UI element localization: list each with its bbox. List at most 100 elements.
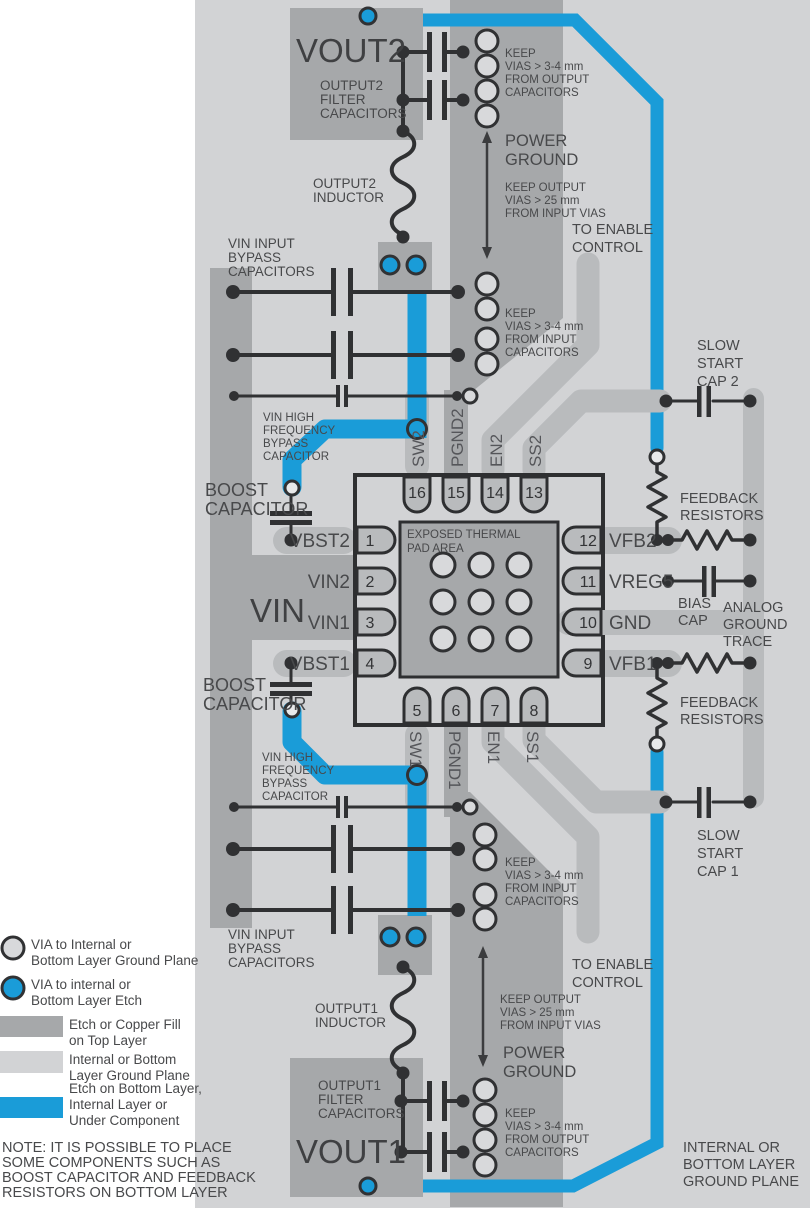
note-line: SOME COMPONENTS SUCH AS <box>2 1155 220 1171</box>
keep-output-vias-top: FROM INPUT VIAS <box>505 208 606 220</box>
slow-start-cap1-label: SLOW <box>697 828 740 844</box>
etch-vias-blue <box>358 6 428 1196</box>
pin-1 <box>355 525 397 555</box>
output1-filter-label: CAPACITORS <box>318 1106 405 1121</box>
pin-name-vfb1: VFB1 <box>609 654 657 675</box>
pgnd2-stub <box>444 390 468 478</box>
analog-ground-trace <box>743 388 764 808</box>
internal-plane-label: BOTTOM LAYER <box>683 1157 795 1173</box>
pin-9 <box>561 648 603 678</box>
vin-input-bypass-capacitors-bottom <box>226 796 465 934</box>
pin-number: 14 <box>486 485 504 502</box>
pin-name-pgnd1: PGND1 <box>445 731 464 790</box>
components <box>226 32 757 1172</box>
pin-4 <box>355 648 397 678</box>
vin-input-bypass-bottom: VIN INPUT <box>228 927 295 942</box>
power-ground-bottom: POWER <box>503 1044 565 1062</box>
pin-name-gnd: GND <box>609 613 651 634</box>
pin-5 <box>402 686 432 725</box>
pin-6 <box>441 686 471 725</box>
internal-plane-label: GROUND PLANE <box>683 1174 799 1190</box>
vin-input-bypass-bottom: CAPACITORS <box>228 955 315 970</box>
vias <box>283 6 666 1196</box>
boost-capacitor-bottom-label: BOOST <box>203 675 266 695</box>
feedback-resistors-top-label: RESISTORS <box>680 508 764 524</box>
analog-ground-label: TRACE <box>723 634 772 650</box>
feedback-resistors-1 <box>646 652 757 742</box>
power-ground-arrow-bottom <box>478 946 488 1067</box>
legend-via-etch: VIA to internal or <box>31 977 131 992</box>
slow-start-cap2-label: START <box>697 356 743 372</box>
slow-start-cap-1 <box>659 787 757 818</box>
legend-blue-etch: Etch on Bottom Layer, <box>69 1081 202 1096</box>
output2-filter-label: CAPACITORS <box>320 106 407 121</box>
note-line: BOOST CAPACITOR AND FEEDBACK <box>2 1170 256 1186</box>
to-enable-top: CONTROL <box>572 240 643 256</box>
feedback-resistors-bottom-label: RESISTORS <box>680 712 764 728</box>
pin-name-vin1: VIN1 <box>308 613 350 634</box>
vin-hf-etch-bottom <box>282 701 425 785</box>
etch-end-vias <box>283 448 666 753</box>
output2-filter-label: OUTPUT2 <box>320 78 383 93</box>
pin-name-sw1: SW1 <box>406 731 425 768</box>
pin-number: 4 <box>366 656 375 673</box>
pin-number: 11 <box>580 574 597 591</box>
legend-blue-etch: Under Component <box>69 1113 180 1128</box>
vin-hf-bypass-bottom: FREQUENCY <box>262 765 335 777</box>
pin-name-vfb2: VFB2 <box>609 531 657 552</box>
vin-hf-bypass-bottom: BYPASS <box>262 778 307 790</box>
output1-filter-label: OUTPUT1 <box>318 1078 381 1093</box>
keep-vias-output-top: CAPACITORS <box>505 87 579 99</box>
pin-10 <box>561 607 603 637</box>
pin-number: 5 <box>413 703 422 720</box>
keep-vias-output-bottom: CAPACITORS <box>505 1147 579 1159</box>
pin-numbers: 16 15 14 13 5 6 7 8 1 2 3 4 12 11 10 9 <box>366 485 597 720</box>
power-ground-top: GROUND <box>505 151 578 169</box>
pin-name-en2: EN2 <box>487 434 506 467</box>
analog-ground-label: GROUND <box>723 617 787 633</box>
pin-name-vbst1: VBST1 <box>290 654 350 675</box>
feedback-resistors-bottom-label: FEEDBACK <box>680 695 758 711</box>
ss1-trace <box>522 716 672 814</box>
pin-name-pgnd2: PGND2 <box>448 408 467 467</box>
pin-number: 15 <box>447 485 465 502</box>
keep-vias-input-bottom: CAPACITORS <box>505 896 579 908</box>
ic-package: 16 15 14 13 5 6 7 8 1 2 3 4 12 11 10 9 <box>353 473 756 727</box>
vout1-copper <box>290 1058 423 1197</box>
output-vias-top <box>474 28 500 129</box>
pin-number: 2 <box>366 574 375 591</box>
pin-name-vbst2: VBST2 <box>290 531 350 552</box>
pin-number: 8 <box>530 703 539 720</box>
pin-number: 3 <box>366 615 375 632</box>
legend-via-ground: VIA to Internal or <box>31 937 132 952</box>
pin-14 <box>480 475 510 514</box>
keep-vias-input-top: FROM INPUT <box>505 334 577 346</box>
vin-input-bypass-top: CAPACITORS <box>228 264 315 279</box>
boost-capacitor-bottom-label: CAPACITOR <box>203 694 306 714</box>
keep-output-vias-bottom: KEEP OUTPUT <box>500 994 581 1006</box>
slow-start-cap1-label: START <box>697 846 743 862</box>
keep-output-vias-top: KEEP OUTPUT <box>505 182 586 194</box>
pin-name-ss1: SS1 <box>523 731 542 763</box>
output2-filter-label: FILTER <box>320 92 366 107</box>
legend-plane: Layer Ground Plane <box>69 1068 190 1083</box>
en2-trace <box>481 252 600 482</box>
output2-inductor <box>389 124 417 244</box>
to-enable-top: TO ENABLE <box>572 222 653 238</box>
output1-filter-label: FILTER <box>318 1092 364 1107</box>
legend: VIA to Internal or Bottom Layer Ground P… <box>0 935 256 1201</box>
annotations: VOUT2 OUTPUT2 FILTER CAPACITORS KEEP VIA… <box>203 32 799 1190</box>
keep-vias-input-bottom: FROM INPUT <box>505 883 577 895</box>
pin-number: 13 <box>525 485 543 502</box>
input-vias-bottom <box>472 822 498 932</box>
keep-output-vias-top: VIAS > 25 mm <box>505 195 579 207</box>
pin-number: 10 <box>579 615 597 632</box>
boost-capacitor-top-label: BOOST <box>205 480 268 500</box>
pin-number: 6 <box>452 703 461 720</box>
exposed-pad-label: PAD AREA <box>407 543 464 555</box>
power-ground-bottom: GROUND <box>503 1063 576 1081</box>
bias-cap <box>662 566 757 597</box>
legend-blue-etch: Internal Layer or <box>69 1097 168 1112</box>
legend-copper: Etch or Copper Fill <box>69 1017 181 1032</box>
via-ground-swatch-icon <box>0 935 26 961</box>
